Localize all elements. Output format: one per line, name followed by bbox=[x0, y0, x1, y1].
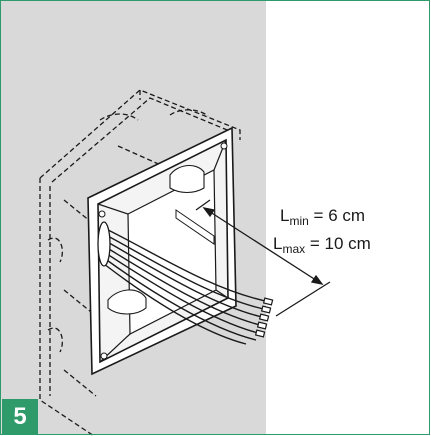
dimension-min-label: Lmin = 6 cm bbox=[280, 206, 366, 228]
box-flange bbox=[87, 126, 237, 376]
cable-bundle bbox=[103, 227, 271, 345]
cable-ends bbox=[254, 297, 274, 338]
dimension-arrow bbox=[195, 199, 331, 317]
dimension-max-label: Lmax = 10 cm bbox=[273, 234, 371, 256]
step-number-badge: 5 bbox=[2, 399, 38, 435]
cable-grommet bbox=[97, 221, 111, 267]
